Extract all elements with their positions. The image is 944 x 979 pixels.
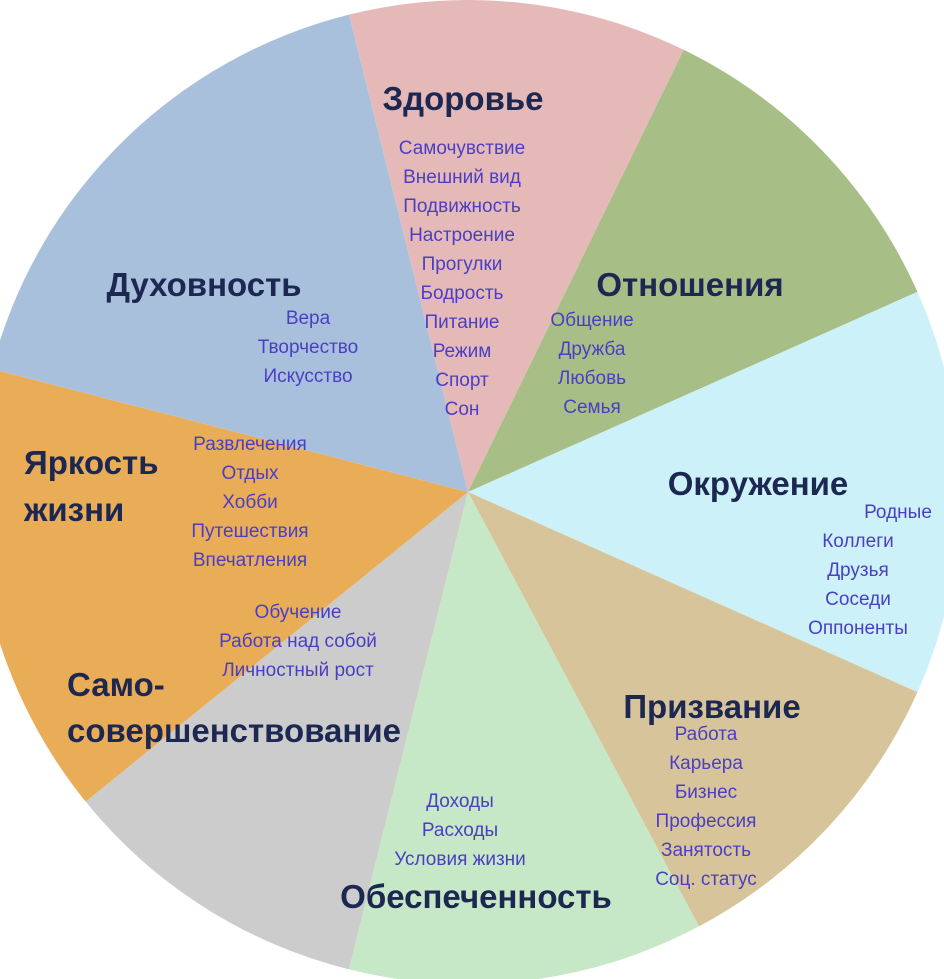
sector-item-relations: Любовь	[558, 368, 626, 389]
sector-title-brightness: Яркость	[24, 444, 158, 481]
sector-item-health: Внешний вид	[403, 167, 521, 188]
sector-item-environment: Оппоненты	[808, 618, 908, 639]
sector-item-spirit: Искусство	[263, 366, 352, 387]
sector-item-calling: Соц. статус	[655, 869, 757, 890]
sector-item-calling: Бизнес	[675, 782, 737, 803]
sector-item-brightness: Отдых	[221, 463, 279, 484]
sector-item-calling: Профессия	[656, 811, 757, 832]
sector-item-wealth: Доходы	[426, 791, 494, 812]
sector-item-health: Питание	[425, 312, 500, 333]
sector-health	[348, 0, 684, 492]
sector-item-health: Самочувствие	[399, 138, 525, 159]
sector-title-wealth: Обеспеченность	[340, 878, 612, 915]
sector-item-calling: Карьера	[669, 753, 743, 774]
sector-title-spirit: Духовность	[106, 266, 301, 303]
sector-spirit	[0, 14, 468, 492]
sector-labels-brightness: Яркость жизни РазвлеченияОтдыхХоббиПутешес…	[23, 434, 309, 571]
sector-item-relations: Общение	[550, 310, 633, 331]
sector-item-self: Личностный рост	[222, 660, 374, 681]
sector-labels-environment: ОкружениеРодныеКоллегиДрузьяСоседиОппоне…	[668, 465, 932, 639]
sector-item-calling: Работа	[675, 724, 738, 745]
sector-item-spirit: Вера	[286, 308, 331, 329]
sector-item-calling: Занятость	[661, 840, 751, 861]
sector-item-health: Настроение	[409, 225, 515, 246]
sector-item-health: Прогулки	[422, 254, 503, 275]
sector-item-environment: Коллеги	[822, 531, 894, 552]
sector-self	[85, 492, 468, 970]
sector-item-spirit: Творчество	[258, 337, 358, 358]
sector-item-health: Бодрость	[421, 283, 504, 304]
sector-title-self: совершенствование	[67, 712, 401, 749]
sector-calling	[468, 492, 918, 927]
sector-item-brightness: Хобби	[222, 492, 277, 513]
sector-item-brightness: Впечатления	[193, 550, 307, 571]
sector-relations	[468, 49, 918, 492]
sector-title-calling: Призвание	[623, 688, 800, 725]
sector-item-relations: Дружба	[559, 339, 626, 360]
sector-wealth	[348, 492, 699, 979]
sector-item-health: Спорт	[435, 370, 489, 391]
sector-environment	[468, 291, 944, 693]
sector-item-environment: Друзья	[827, 560, 889, 581]
sector-labels-calling: ПризваниеРаботаКарьераБизнесПрофессияЗан…	[623, 688, 800, 890]
sector-item-self: Обучение	[255, 602, 342, 623]
sector-item-environment: Родные	[864, 502, 932, 523]
sector-item-health: Сон	[445, 399, 480, 420]
sector-item-brightness: Развлечения	[193, 434, 307, 455]
sector-title-relations: Отношения	[596, 266, 783, 303]
sector-item-wealth: Условия жизни	[394, 849, 526, 870]
sector-item-health: Подвижность	[403, 196, 521, 217]
sector-title-brightness: жизни	[23, 491, 124, 528]
sector-item-environment: Соседи	[825, 589, 891, 610]
sector-item-relations: Семья	[563, 397, 621, 418]
sector-item-self: Работа над собой	[219, 631, 377, 652]
sector-title-self: Само-	[67, 666, 165, 703]
sector-item-wealth: Расходы	[422, 820, 498, 841]
sector-item-brightness: Путешествия	[191, 521, 308, 542]
sector-brightness	[0, 370, 468, 802]
sector-title-health: Здоровье	[382, 80, 543, 117]
sector-item-health: Режим	[433, 341, 492, 362]
sector-title-environment: Окружение	[668, 465, 849, 502]
